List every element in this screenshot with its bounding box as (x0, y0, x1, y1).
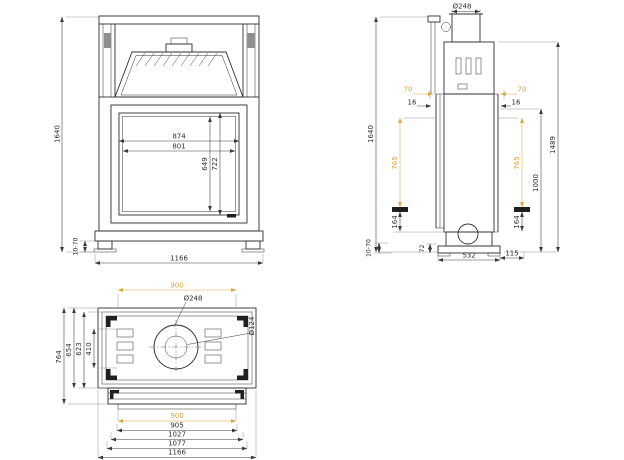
hood-hatching (135, 52, 218, 67)
foot-right (245, 240, 261, 250)
top-width-frame-label: 905 (170, 422, 183, 430)
side-plinth-height-label: 72 (419, 245, 426, 253)
side-top-offset-right-label: 70 (518, 86, 527, 94)
section-mark-right (514, 207, 530, 212)
side-glass-height-left-label: 765 (391, 156, 399, 169)
side-flue-diameter-label: Ø248 (453, 3, 472, 11)
side-lower-height-right-label: 164 (513, 215, 521, 229)
side-lower-height-left-label: 164 (391, 215, 399, 229)
top-depth-core-label: 410 (85, 342, 93, 355)
front-hood (114, 37, 244, 98)
door-handle (227, 214, 236, 218)
counterweight-right (247, 33, 255, 48)
front-opening-width-inner-label: 801 (172, 143, 185, 151)
top-opening-width-bottom-label: 900 (170, 412, 183, 420)
top-view-dimensions: 900 Ø248 Ø124 764 654 623 410 900 905 10… (55, 282, 257, 460)
flue-pipe (451, 13, 481, 43)
side-base-depth-label: 532 (462, 252, 475, 260)
side-body (392, 93, 530, 233)
top-depth-body-label: 654 (65, 343, 73, 357)
side-rear-height-label: 1489 (549, 136, 557, 154)
top-view-geometry (97, 307, 257, 410)
side-smoke-chamber (443, 41, 495, 95)
front-opening-height-outer-label: 722 (211, 157, 219, 170)
top-width-total-label: 1166 (168, 449, 186, 457)
side-top-inset-right-label: 16 (512, 99, 521, 107)
side-total-height-label: 1640 (367, 125, 375, 143)
side-rear-offset-label: 115 (505, 250, 518, 258)
top-width-mid-label: 1027 (168, 431, 186, 439)
front-opening-width-outer-label: 874 (172, 133, 186, 141)
top-vent-slots (116, 328, 222, 364)
top-width-outer-label: 1077 (168, 440, 186, 448)
top-flue-diameter-label: Ø248 (184, 295, 203, 303)
ash-drawer-knob (457, 223, 479, 245)
side-mid-height-label: 1000 (532, 174, 540, 192)
section-mark-left (392, 207, 408, 212)
side-view-geometry (392, 13, 530, 257)
damper-knob (441, 22, 451, 32)
front-leveling-range-label: 10-70 (73, 237, 80, 255)
top-front-sill (107, 387, 247, 410)
top-corner-brackets (106, 316, 248, 399)
side-top-inset-left-label: 16 (408, 99, 417, 107)
front-total-width-label: 1166 (170, 255, 188, 263)
counterweight-left (104, 33, 111, 48)
front-flue-connector (165, 43, 193, 53)
foot-left (97, 240, 113, 250)
front-lifting-columns (98, 24, 260, 97)
top-flue-inner-diameter-label: Ø124 (248, 316, 256, 335)
front-view-geometry (93, 15, 265, 253)
front-firebox (98, 96, 260, 232)
front-view-dimensions: 1640 10-70 1166 874 801 722 649 (54, 16, 264, 265)
front-total-height-label: 1640 (54, 125, 62, 143)
top-opening-width-top-label: 900 (170, 282, 183, 290)
side-top-offset-left-label: 70 (404, 86, 413, 94)
front-top-beam (98, 15, 260, 25)
front-base (93, 230, 265, 253)
side-top-beam (427, 15, 441, 23)
front-opening-height-inner-label: 649 (201, 157, 209, 170)
side-base (437, 223, 501, 257)
top-depth-total-label: 764 (55, 350, 63, 364)
top-depth-inner-label: 623 (75, 342, 83, 355)
side-leveling-range-label: 10-70 (366, 239, 373, 257)
side-glass-height-right-label: 765 (513, 156, 521, 169)
side-view-dimensions: Ø248 70 16 70 16 1640 765 164 765 164 14… (366, 3, 560, 262)
